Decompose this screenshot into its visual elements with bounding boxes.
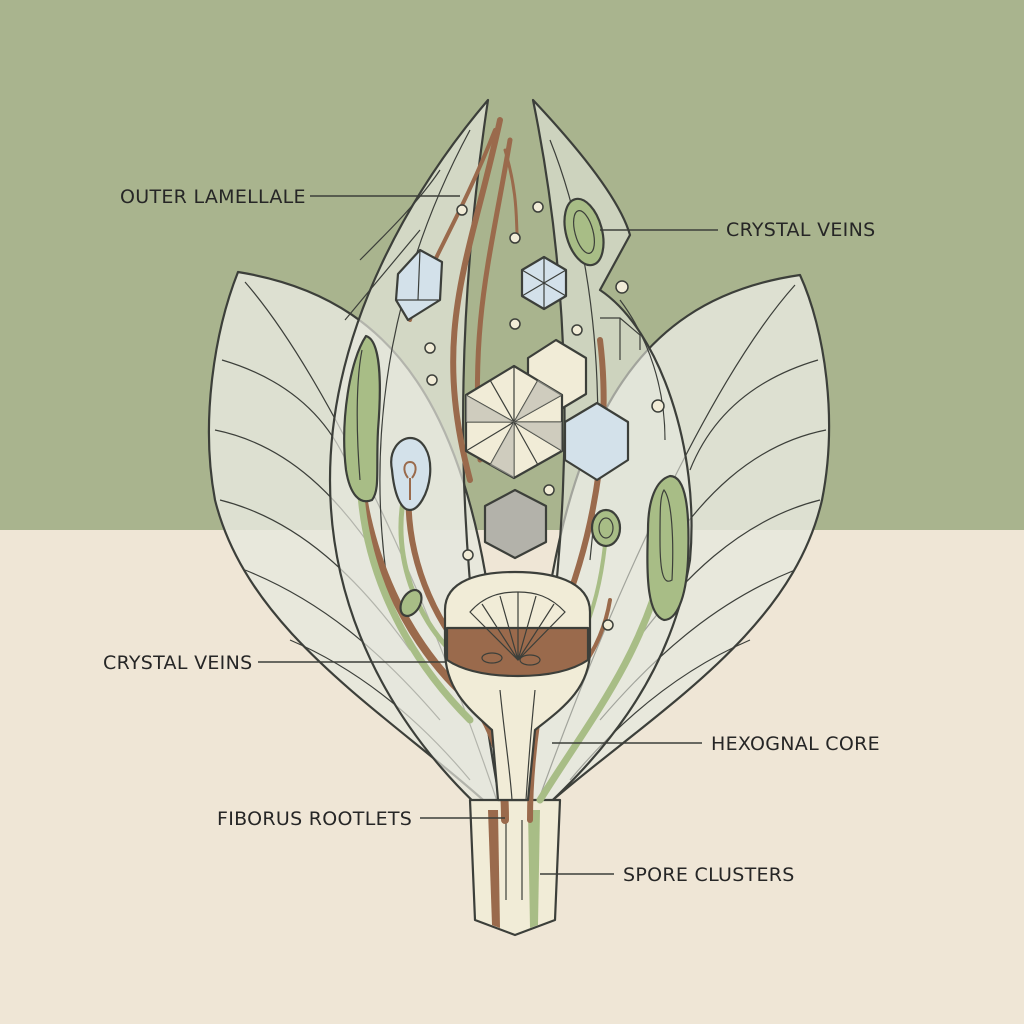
- label-hexognal-core: HEXOGNAL CORE: [711, 733, 880, 755]
- label-crystal-veins-top: CRYSTAL VEINS: [726, 219, 875, 241]
- hexagonal-core-bulb: [443, 570, 592, 802]
- hexagon-gray: [483, 488, 548, 560]
- spore-dots: [424, 201, 665, 631]
- green-ring-low: [399, 588, 423, 618]
- green-pod-right: [646, 474, 690, 622]
- label-outer-lamellale: OUTER LAMELLALE: [120, 186, 306, 208]
- hexagon-blue: [563, 401, 630, 482]
- label-crystal-veins-left: CRYSTAL VEINS: [103, 652, 252, 674]
- green-ring-mid: [590, 508, 622, 548]
- blue-bulb-pod: [390, 436, 432, 512]
- stem: [468, 798, 562, 937]
- leader-lines: [258, 195, 718, 875]
- green-pod-left: [343, 334, 381, 503]
- label-spore-clusters: SPORE CLUSTERS: [623, 864, 795, 886]
- label-fiborus-rootlets: FIBORUS ROOTLETS: [217, 808, 412, 830]
- hexagon-crystals: [464, 255, 630, 560]
- crystal-pods: [343, 197, 690, 622]
